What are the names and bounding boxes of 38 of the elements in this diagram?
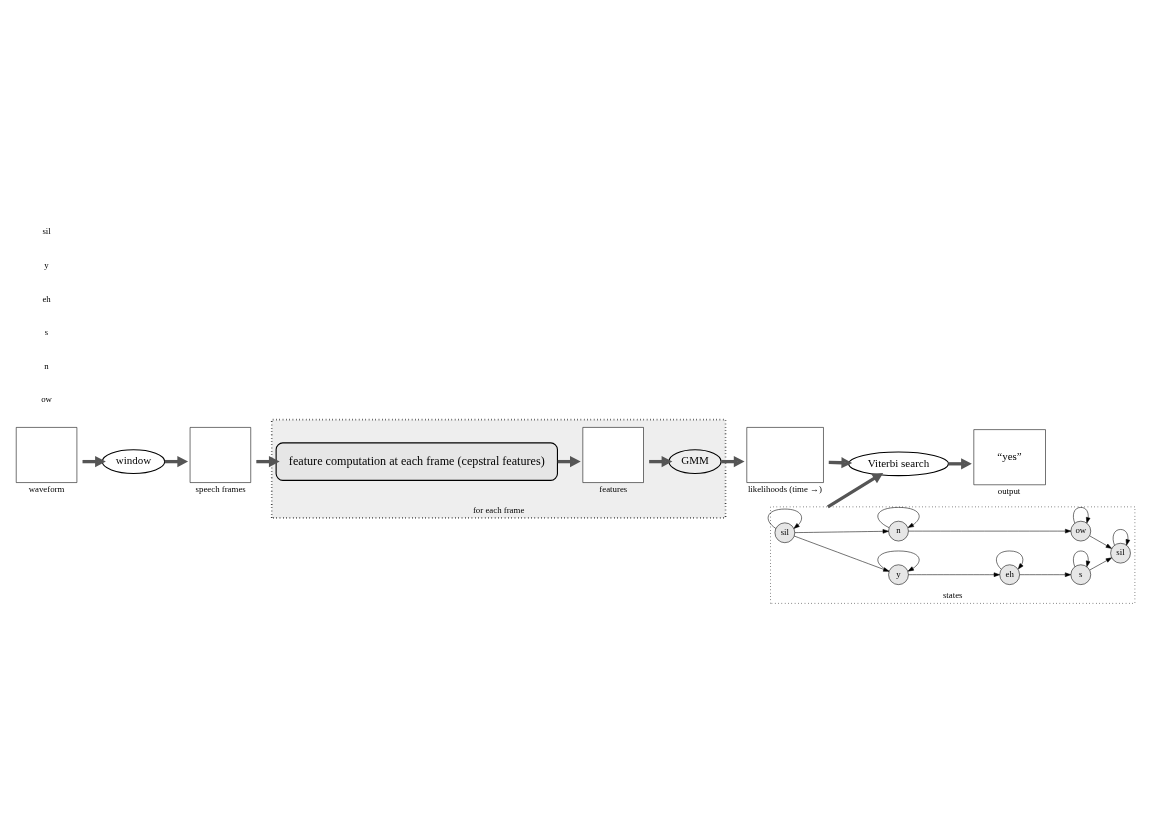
arrow bbox=[1019, 572, 1071, 577]
node-circle: sil bbox=[774, 522, 796, 543]
node-circle: eh bbox=[999, 564, 1020, 585]
node-label: states bbox=[942, 590, 963, 601]
arrow bbox=[1089, 535, 1112, 549]
label: sil bbox=[42, 226, 51, 237]
label: y bbox=[44, 259, 49, 270]
arrow bbox=[1073, 550, 1091, 567]
arrow bbox=[877, 507, 920, 528]
node-circle: y bbox=[888, 564, 909, 585]
node-ellipse: window bbox=[101, 449, 166, 474]
node-label: speech frames bbox=[195, 483, 246, 494]
label: ow bbox=[41, 394, 52, 405]
arrow bbox=[826, 472, 884, 509]
node-circle: s bbox=[1070, 564, 1092, 585]
label: n bbox=[44, 360, 49, 371]
node-circle: sil bbox=[1110, 542, 1131, 564]
arrow bbox=[1089, 557, 1112, 571]
node-label: waveform bbox=[28, 483, 65, 494]
node-circle: n bbox=[888, 520, 909, 542]
node-label: output bbox=[997, 486, 1021, 497]
node-label: features bbox=[599, 483, 628, 494]
arrow bbox=[767, 508, 802, 529]
label: eh bbox=[42, 293, 51, 304]
node-ellipse: GMM bbox=[668, 449, 722, 474]
arrow bbox=[908, 528, 1072, 534]
arrow bbox=[1112, 529, 1131, 546]
arrow bbox=[1073, 507, 1091, 524]
label: s bbox=[44, 327, 49, 338]
arrow bbox=[793, 535, 890, 572]
arrow bbox=[908, 572, 1000, 577]
node-label: likelihoods (time →) bbox=[747, 483, 822, 494]
node-box: feature computation at each frame (cepstral features) bbox=[275, 442, 558, 481]
node-ellipse: Viterbi search bbox=[848, 451, 949, 477]
arrow bbox=[794, 529, 889, 534]
arrow bbox=[877, 550, 920, 572]
node-circle: ow bbox=[1070, 520, 1092, 542]
arrow bbox=[996, 550, 1024, 570]
